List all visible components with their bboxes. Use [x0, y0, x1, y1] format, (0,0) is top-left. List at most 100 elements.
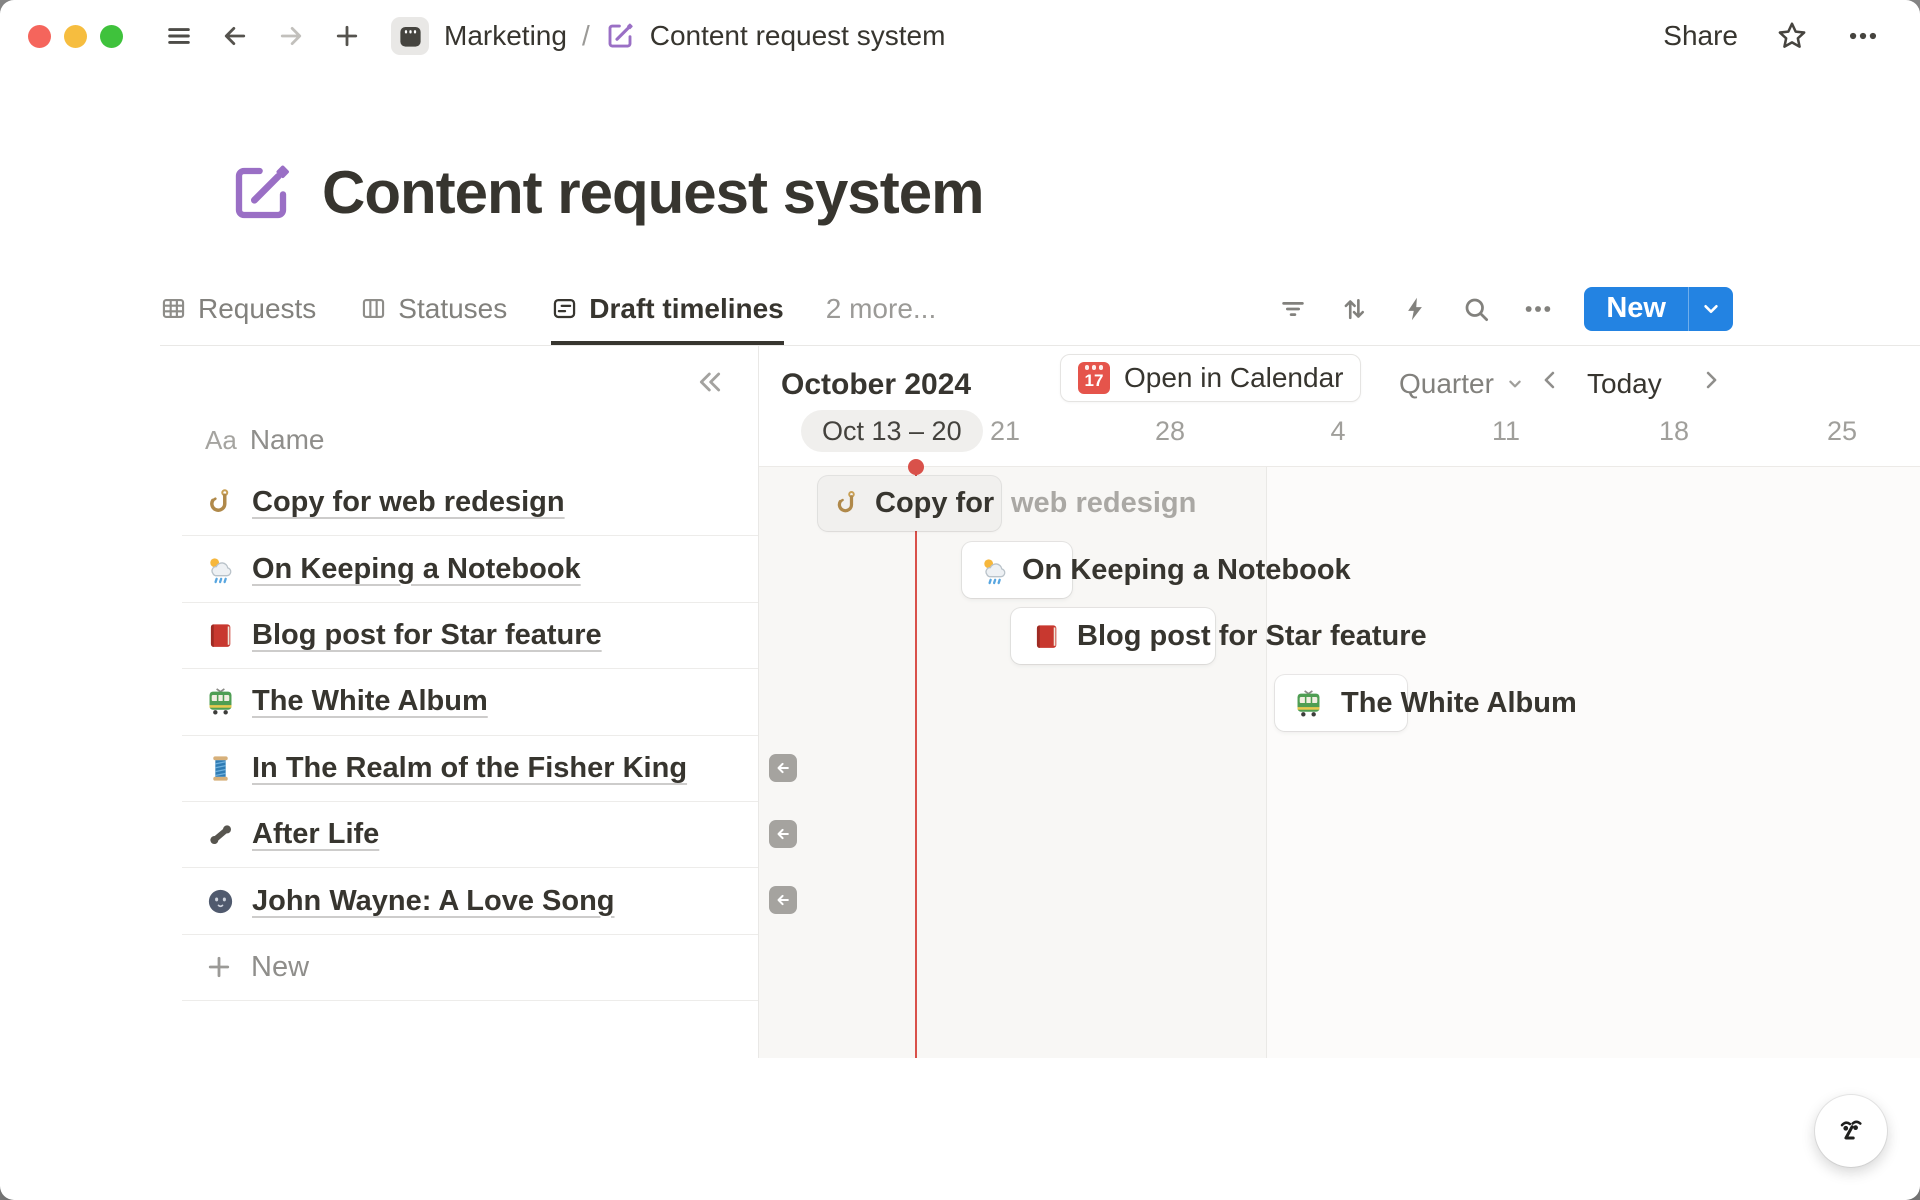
timeline-bar-blog-post-for-star-feature[interactable] [1011, 608, 1215, 664]
new-button-label[interactable]: New [1606, 292, 1666, 324]
favorite-star-icon[interactable] [1776, 20, 1808, 52]
more-options-icon[interactable] [1846, 19, 1880, 53]
page-link[interactable]: On Keeping a Notebook [252, 552, 581, 585]
breadcrumb-page[interactable]: Content request system [649, 20, 946, 51]
collapse-table-icon[interactable] [694, 366, 726, 398]
scroll-to-item-left-icon[interactable] [769, 820, 797, 848]
tram-icon [1293, 688, 1324, 719]
tab-requests[interactable]: Requests [160, 272, 316, 345]
table-grid-icon [160, 295, 187, 322]
sort-icon[interactable] [1339, 294, 1369, 324]
week-tick: 28 [1154, 416, 1186, 446]
page-link[interactable]: Blog post for Star feature [252, 618, 602, 651]
more-tabs-button[interactable]: 2 more... [825, 292, 937, 324]
page-link[interactable]: After Life [252, 818, 380, 851]
week-tick: 4 [1330, 416, 1346, 446]
scroll-to-item-left-icon[interactable] [769, 754, 797, 782]
open-in-calendar-button[interactable]: 17 Open in Calendar [1060, 354, 1362, 402]
table-row[interactable]: In The Realm of the Fisher King [182, 736, 758, 802]
forward-icon[interactable] [277, 22, 305, 50]
minimize-window-button[interactable] [64, 24, 87, 48]
new-tab-icon[interactable] [333, 22, 361, 50]
notion-ai-button[interactable] [1815, 1095, 1887, 1167]
red-book-icon [1031, 621, 1062, 652]
new-button-chevron-down-icon[interactable] [1689, 287, 1733, 331]
tab-draft-timelines[interactable]: Draft timelines [551, 272, 784, 345]
timeline-bar-on-keeping-a-notebook[interactable] [962, 542, 1072, 598]
table-row[interactable]: After Life [182, 802, 758, 869]
page-link[interactable]: In The Realm of the Fisher King [252, 751, 688, 784]
tab-statuses[interactable]: Statuses [360, 272, 507, 345]
week-tick: 21 [989, 416, 1021, 446]
workspace-icon[interactable] [391, 17, 429, 55]
page-header: Content request system [228, 158, 984, 227]
timeline-zoom-select[interactable]: Quarter [1399, 368, 1526, 400]
zoom-window-button[interactable] [100, 24, 123, 48]
new-moon-face-icon [205, 886, 236, 917]
timeline-bar-copy-for-web-redesign[interactable]: Copy for [818, 476, 1001, 531]
hook-icon [833, 489, 862, 518]
name-column-header[interactable]: Name [249, 424, 325, 455]
page-link[interactable]: John Wayne: A Love Song [252, 884, 615, 917]
red-book-icon [205, 620, 236, 651]
back-icon[interactable] [221, 22, 249, 50]
bar-title[interactable]: Blog post for Star feature [1077, 619, 1427, 652]
tab-label: Requests [198, 292, 317, 324]
page-title-icon[interactable] [228, 160, 294, 226]
page-compose-icon [605, 21, 635, 51]
panel-divider[interactable] [758, 346, 759, 1058]
week-tick: 25 [1826, 416, 1858, 446]
date-range-pill: Oct 13 – 20 [801, 410, 983, 452]
new-row-button[interactable]: New [182, 935, 758, 1002]
new-row-label: New [251, 950, 310, 983]
breadcrumb-workspace[interactable]: Marketing [444, 20, 567, 51]
traffic-lights [28, 24, 123, 48]
breadcrumb-separator: / [581, 20, 590, 51]
today-button[interactable]: Today [1587, 368, 1662, 399]
sun-behind-rain-cloud-icon [205, 554, 236, 585]
timeline-next-icon[interactable] [1697, 366, 1725, 394]
hook-icon [205, 487, 236, 518]
telephone-icon [205, 819, 236, 850]
table-row[interactable]: Blog post for Star feature [182, 603, 758, 670]
new-button-divider [1688, 286, 1689, 331]
today-marker-dot [908, 459, 924, 475]
table-header: Aa Name [205, 424, 325, 456]
board-columns-icon [360, 295, 387, 322]
automation-bolt-icon[interactable] [1400, 294, 1430, 324]
page-link[interactable]: The White Album [252, 685, 488, 718]
table-rows: Copy for web redesign On Keeping a Noteb… [182, 470, 758, 1002]
table-row[interactable]: Copy for web redesign [182, 470, 758, 537]
breadcrumb: Marketing / Content request system [391, 17, 945, 55]
text-property-icon: Aa [205, 425, 237, 455]
bar-title[interactable]: The White Album [1341, 686, 1577, 719]
next-month-band [1266, 467, 1920, 1058]
timeline-view: October 2024 17 Open in Calendar Quarter… [759, 346, 1920, 1058]
sidebar-menu-icon[interactable] [165, 22, 193, 50]
view-toolbar [1278, 272, 1554, 345]
scroll-to-item-left-icon[interactable] [769, 886, 797, 914]
page-link[interactable]: Copy for web redesign [252, 486, 565, 519]
week-tick: 11 [1491, 416, 1521, 446]
bar-title[interactable]: On Keeping a Notebook [1022, 553, 1351, 586]
search-icon[interactable] [1461, 294, 1491, 324]
tram-icon [205, 686, 236, 717]
new-button[interactable]: New [1584, 286, 1733, 331]
zoom-level-label: Quarter [1399, 368, 1494, 399]
page-title[interactable]: Content request system [322, 159, 984, 226]
share-button[interactable]: Share [1663, 20, 1738, 51]
filter-icon[interactable] [1278, 294, 1308, 324]
open-in-calendar-label: Open in Calendar [1124, 362, 1344, 393]
close-window-button[interactable] [28, 24, 51, 48]
table-row[interactable]: The White Album [182, 669, 758, 736]
timeline-canvas[interactable]: Copy for web redesign On Keeping a Noteb… [759, 466, 1920, 1058]
table-row[interactable]: John Wayne: A Love Song [182, 868, 758, 935]
table-row[interactable]: On Keeping a Notebook [182, 536, 758, 603]
titlebar: Marketing / Content request system Share [0, 0, 1920, 72]
timeline-prev-icon[interactable] [1536, 366, 1564, 394]
bar-title: Copy for [875, 487, 995, 519]
timeline-bar-the-white-album[interactable] [1275, 675, 1407, 731]
view-options-icon[interactable] [1522, 293, 1554, 325]
chevron-down-icon [1504, 373, 1526, 395]
